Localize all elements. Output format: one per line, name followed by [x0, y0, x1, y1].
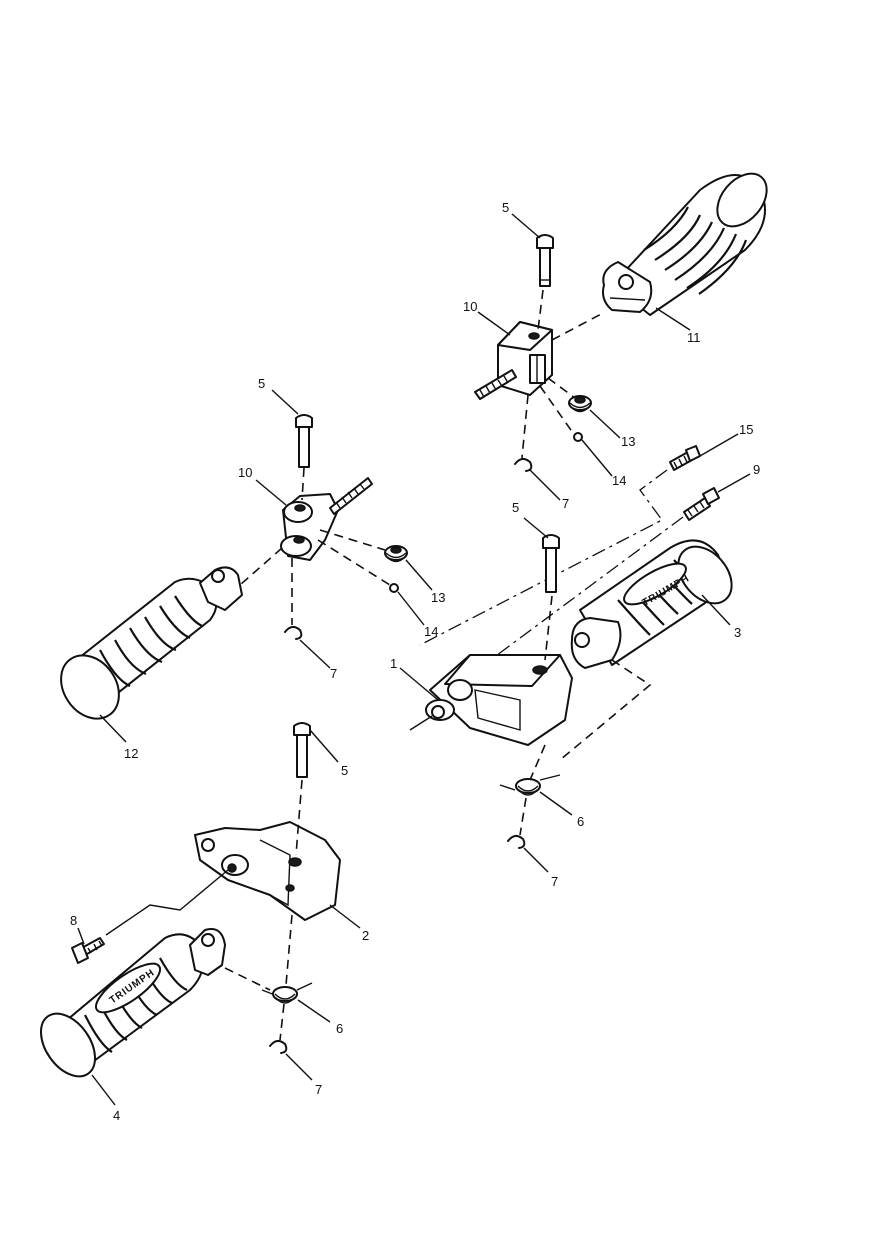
bolt-9 [683, 487, 720, 521]
return-spring-6-right [499, 774, 561, 796]
callout-12: 12 [124, 746, 138, 761]
detent-spring-13-top [568, 395, 592, 413]
callout-7-bottom: 7 [315, 1082, 322, 1097]
footrest-rubber-3: TRIUMPH [570, 539, 733, 669]
callout-2: 2 [362, 928, 369, 943]
callout-10-left: 10 [238, 465, 252, 480]
footrest-rubber-4: TRIUMPH [40, 928, 226, 1078]
footrest-bracket-2 [194, 821, 341, 921]
clevis-pin-5-mid [542, 534, 560, 593]
circlip-7-right [507, 835, 526, 849]
circlip-7-left [284, 626, 303, 640]
callout-7-left: 7 [330, 666, 337, 681]
left-upper-assembly [60, 414, 408, 720]
callout-7-top: 7 [562, 496, 569, 511]
callout-10-top: 10 [463, 299, 477, 314]
callout-5-mid: 5 [512, 500, 519, 515]
bolt-8 [71, 937, 105, 964]
callout-7-right: 7 [551, 874, 558, 889]
callout-5-top: 5 [502, 200, 509, 215]
footrest-rubber-12 [60, 566, 243, 720]
callout-6-right: 6 [577, 814, 584, 829]
callout-13-left: 13 [431, 590, 445, 605]
callout-9: 9 [753, 462, 760, 477]
callout-leaders [77, 213, 751, 1106]
callout-5-left: 5 [258, 376, 265, 391]
callout-3: 3 [734, 625, 741, 640]
footrest-rubber-11 [602, 172, 768, 316]
callout-5-bottom: 5 [341, 763, 348, 778]
detent-spring-13-left [384, 545, 408, 563]
right-middle-assembly: TRIUMPH [419, 445, 733, 849]
detent-ball-14-left [389, 583, 399, 593]
circlip-7-bottom [269, 1040, 288, 1054]
bracket-10-top [474, 321, 553, 400]
callout-1: 1 [390, 656, 397, 671]
callout-8: 8 [70, 913, 77, 928]
bolt-15 [669, 445, 701, 471]
clevis-pin-5-top [536, 234, 554, 287]
return-spring-6-left [261, 982, 313, 1004]
callout-15: 15 [739, 422, 753, 437]
top-right-assembly [474, 172, 768, 472]
circlip-7-top [514, 458, 533, 472]
callout-14-top: 14 [612, 473, 626, 488]
clevis-pin-5-bottom [293, 722, 311, 778]
callout-labels: 5 10 11 13 14 7 15 9 5 10 13 14 7 12 5 1… [70, 200, 760, 1123]
detent-ball-14-top [573, 432, 583, 442]
callout-6-left: 6 [336, 1021, 343, 1036]
callout-14-left: 14 [424, 624, 438, 639]
footrest-bracket-1 [425, 654, 573, 746]
callout-13-top: 13 [621, 434, 635, 449]
callout-11: 11 [687, 330, 701, 345]
bottom-left-assembly: TRIUMPH [40, 722, 341, 1078]
clevis-pin-5-left [295, 414, 313, 468]
bracket-10-left [280, 477, 373, 561]
callout-4: 4 [113, 1108, 120, 1123]
